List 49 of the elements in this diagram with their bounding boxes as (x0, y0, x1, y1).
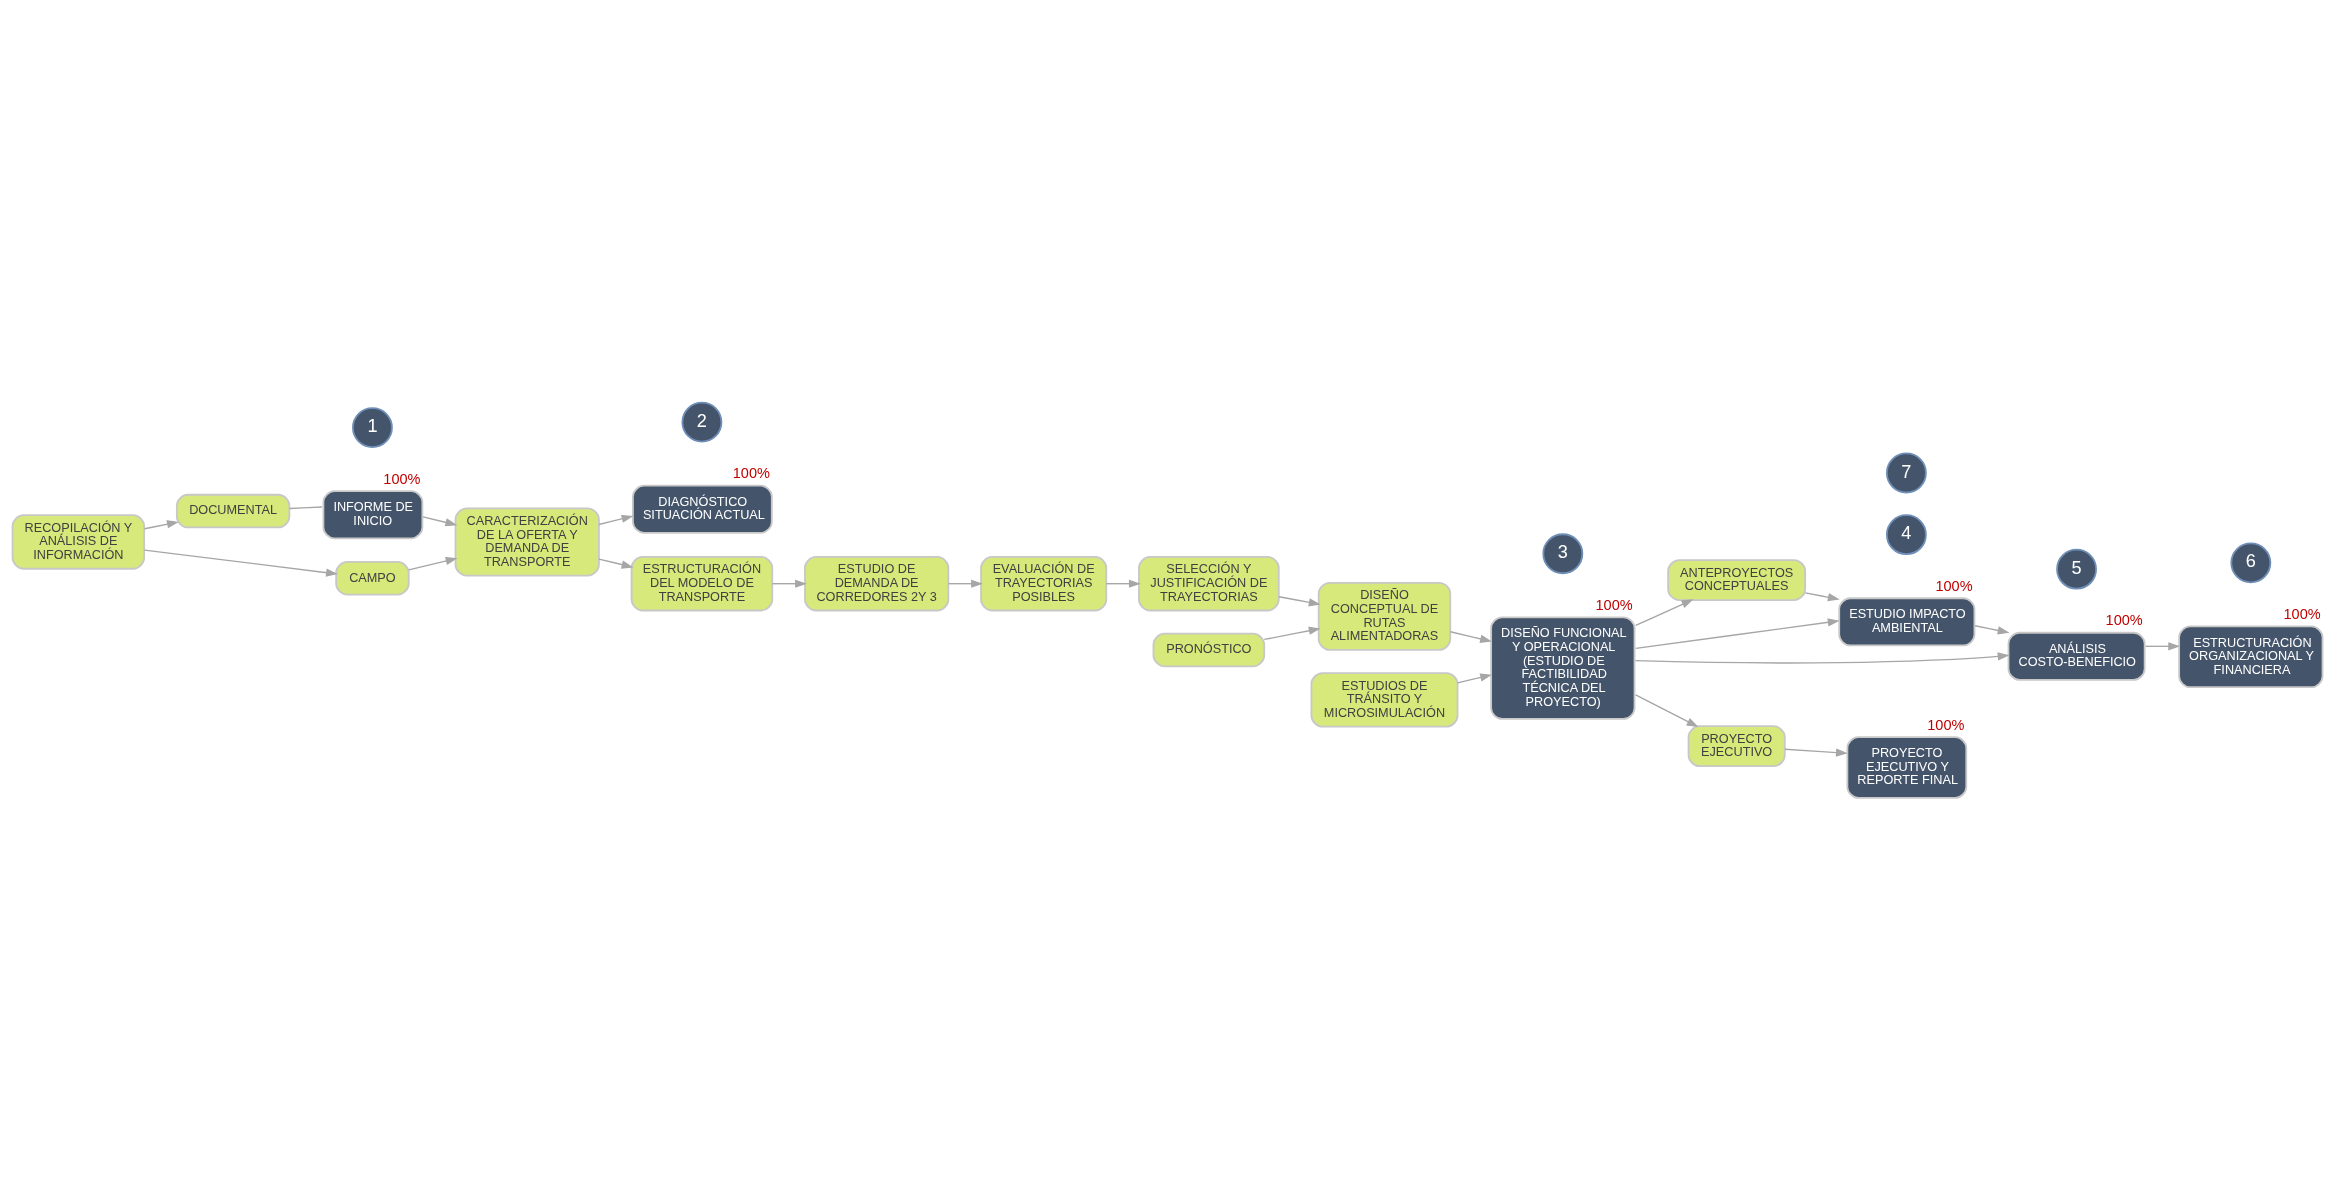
node-box: PROYECTO EJECUTIVO (1687, 725, 1786, 768)
node-box: PRONÓSTICO (1152, 632, 1266, 668)
node-label: 100% (1595, 596, 1633, 613)
node-circle: 4 (1885, 514, 1927, 556)
node-box: DOCUMENTAL (175, 493, 291, 529)
arrow (1634, 652, 2010, 664)
arrow (771, 579, 807, 588)
connector (288, 506, 323, 510)
arrow (1449, 631, 1492, 643)
node-box: ANTEPROYECTOS CONCEPTUALES (1667, 559, 1807, 601)
arrow (1635, 694, 1699, 728)
node-box: EVALUACIÓN DE TRAYECTORIAS POSIBLES (980, 556, 1108, 612)
node-label: 100% (383, 470, 421, 487)
arrow (598, 558, 634, 569)
arrow (1635, 599, 1694, 627)
node-label: 100% (732, 465, 770, 482)
node-circle: 2 (681, 401, 723, 443)
arrow (1278, 596, 1321, 607)
node-box: SELECCIÓN Y JUSTIFICACIÓN DE TRAYECTORIAS (1138, 556, 1280, 612)
arrow (143, 549, 338, 577)
arrow (1804, 592, 1840, 602)
node-label: 100% (2283, 605, 2321, 622)
node-box: ESTUDIO DE DEMANDA DE CORREDORES 2Y 3 (804, 556, 950, 612)
node-box: CARACTERIZACIÓN DE LA OFERTA Y DEMANDA DE TRANSPORTE (454, 507, 600, 577)
node-label: 100% (1935, 577, 1973, 594)
node-label: 100% (2105, 612, 2143, 629)
node-box: RECOPILACIÓN Y ANÁLISIS DE INFORMACIÓN (11, 514, 146, 570)
arrow (1457, 673, 1492, 684)
node-box: DISEÑO CONCEPTUAL DE RUTAS ALIMENTADORAS (1317, 581, 1452, 651)
arrow (422, 516, 458, 527)
node-label: 100% (1927, 716, 1965, 733)
arrow (1263, 626, 1321, 641)
node-circle: 7 (1885, 452, 1927, 494)
arrow (1974, 625, 2010, 635)
arrow (1105, 579, 1141, 588)
node-circle: 5 (2056, 548, 2097, 590)
arrow (1784, 748, 1848, 757)
arrow (1635, 618, 1840, 650)
arrow (947, 579, 983, 588)
arrow (598, 514, 634, 526)
arrow (2144, 642, 2181, 651)
arrow (408, 557, 458, 571)
node-circle: 6 (2230, 542, 2272, 584)
node-box: CAMPO (335, 561, 410, 596)
node-circle: 1 (352, 407, 393, 449)
node-box: ESTRUCTURACIÓN DEL MODELO DE TRANSPORTE (630, 556, 774, 612)
node-box: ESTUDIOS DE TRÁNSITO Y MICROSIMULACIÓN (1310, 672, 1459, 728)
node-circle: 3 (1542, 533, 1584, 575)
arrow (143, 520, 179, 530)
